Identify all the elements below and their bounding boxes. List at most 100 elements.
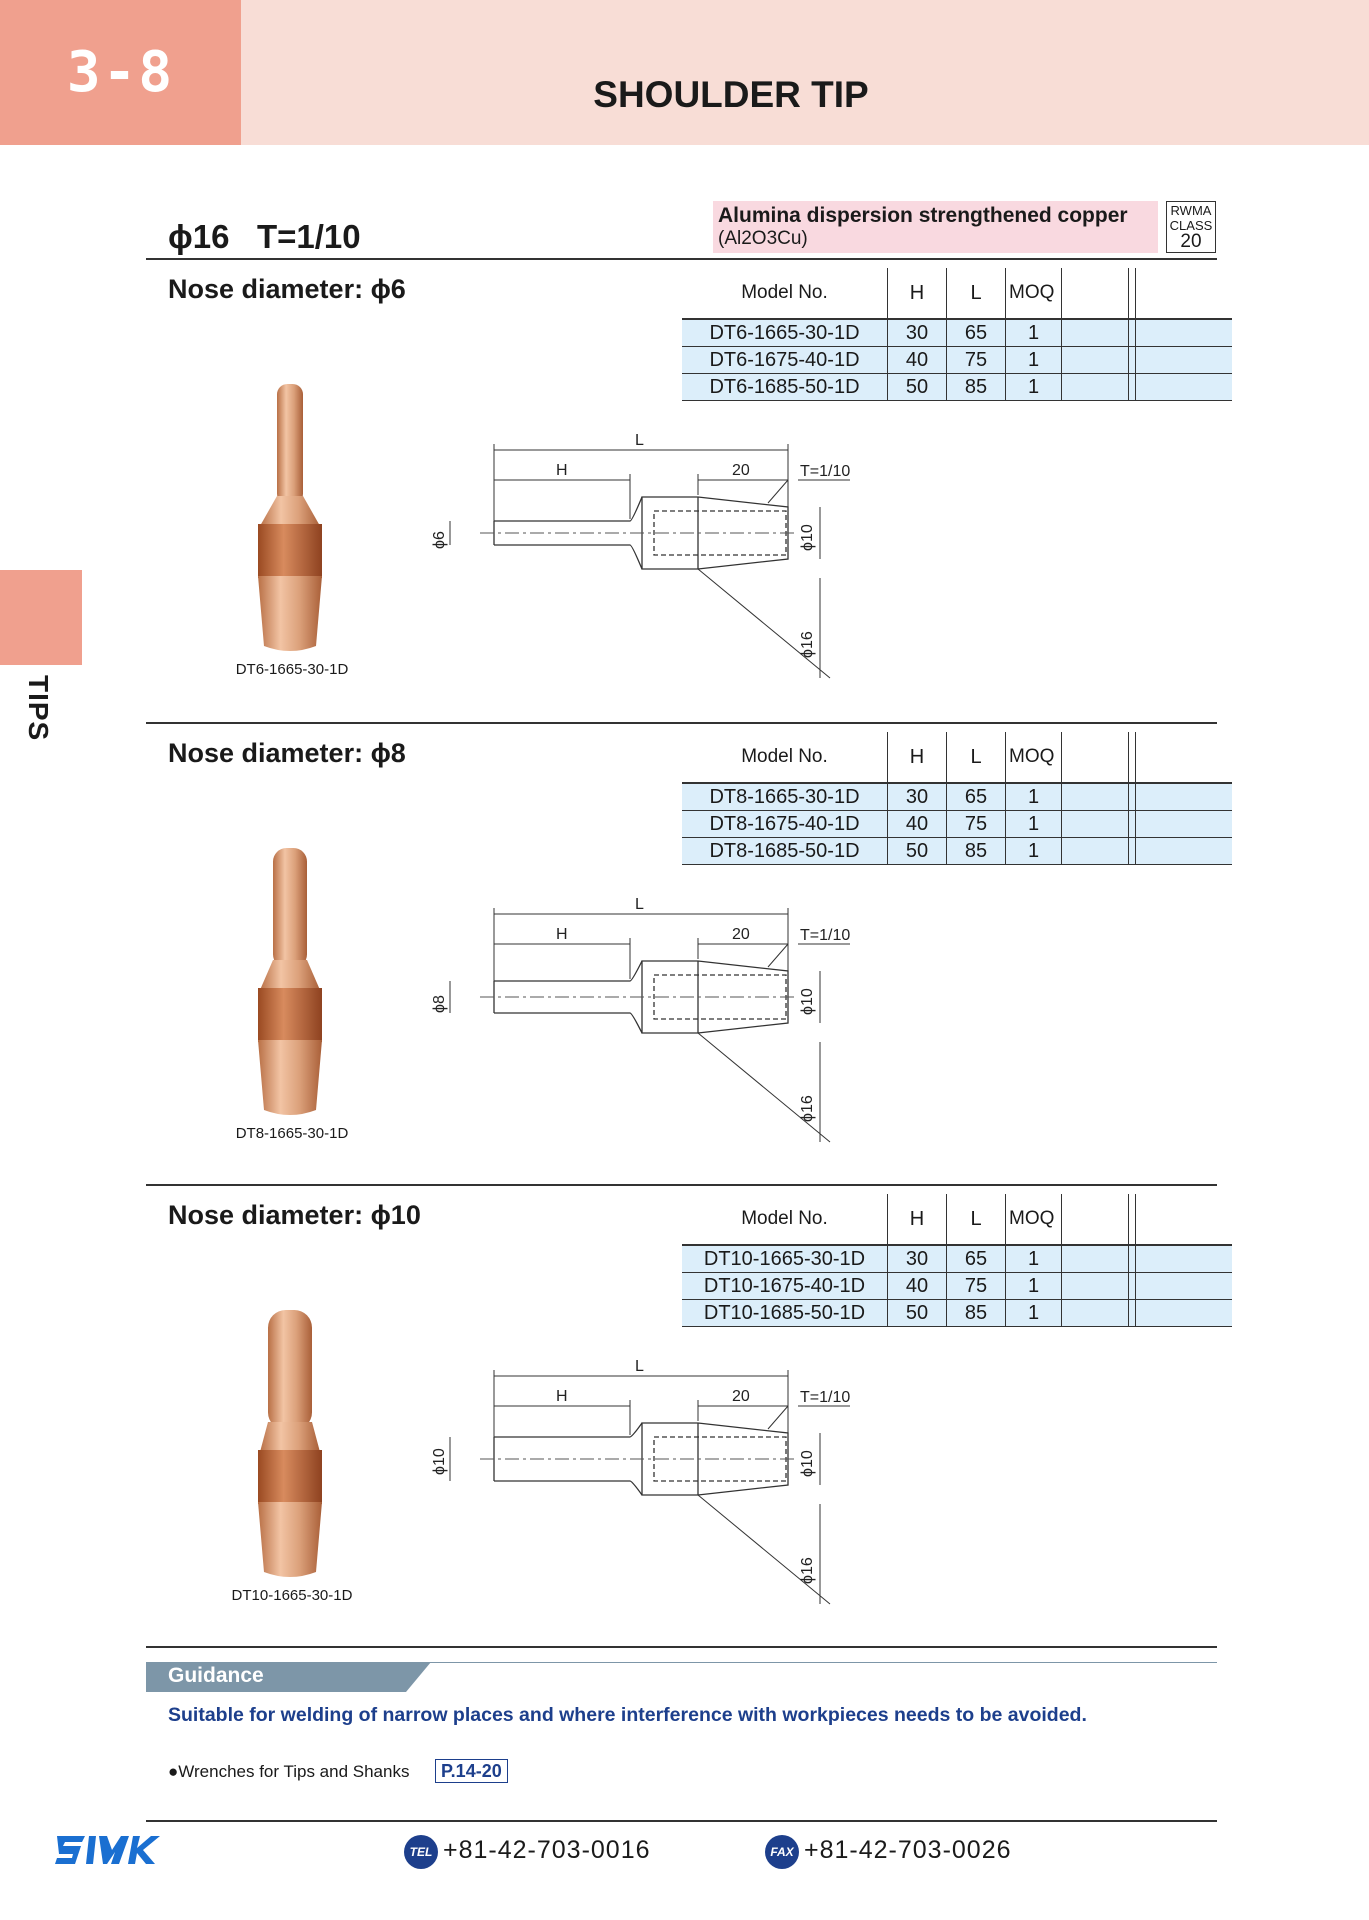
tel-number[interactable]: +81-42-703-0016 bbox=[443, 1836, 651, 1864]
fax-number[interactable]: +81-42-703-0026 bbox=[804, 1836, 1012, 1864]
guidance-rule bbox=[146, 1646, 1217, 1648]
cell-blank bbox=[1128, 1245, 1136, 1273]
cell-h: 30 bbox=[887, 1245, 947, 1273]
cell-blank bbox=[1061, 346, 1129, 374]
cell-blank bbox=[1061, 1299, 1129, 1327]
label-nose-dim: ϕ6 bbox=[431, 531, 448, 549]
dim-outer-leader bbox=[697, 1494, 831, 1605]
cell-blank bbox=[1135, 837, 1232, 865]
table-header-blank bbox=[1061, 1194, 1129, 1246]
label-taper: T=1/10 bbox=[800, 463, 850, 480]
cell-moq: 1 bbox=[1005, 319, 1062, 347]
guidance-tab bbox=[146, 1662, 431, 1692]
guidance-line bbox=[146, 1662, 1217, 1663]
spec-headline: ϕ16 T=1/10 bbox=[168, 218, 361, 255]
cell-model: DT8-1665-30-1D bbox=[682, 783, 888, 811]
label-taper-length: 20 bbox=[732, 462, 750, 479]
taper-leader bbox=[767, 943, 789, 968]
table-header-h: H bbox=[887, 732, 947, 784]
photo-body bbox=[258, 1502, 322, 1577]
table-header-l: L bbox=[946, 1194, 1006, 1246]
cell-l: 65 bbox=[946, 319, 1006, 347]
label-taper: T=1/10 bbox=[800, 927, 850, 944]
footer-rule bbox=[146, 1820, 1217, 1822]
photo-shoulder bbox=[260, 1422, 320, 1452]
label-l: L bbox=[635, 896, 644, 913]
cell-l: 85 bbox=[946, 373, 1006, 401]
cell-h: 40 bbox=[887, 810, 947, 838]
cell-model: DT6-1665-30-1D bbox=[682, 319, 888, 347]
cell-blank bbox=[1135, 810, 1232, 838]
cell-blank bbox=[1128, 1272, 1136, 1300]
section-rule bbox=[146, 1184, 1217, 1186]
cell-h: 30 bbox=[887, 319, 947, 347]
label-taper-length: 20 bbox=[732, 1388, 750, 1405]
photo-caption: DT8-1665-30-1D bbox=[235, 1125, 349, 1142]
page-title: SHOULDER TIP bbox=[593, 74, 869, 115]
cell-moq: 1 bbox=[1005, 810, 1062, 838]
taper-leader bbox=[767, 1405, 789, 1430]
photo-body bbox=[258, 576, 322, 651]
cell-model: DT10-1665-30-1D bbox=[682, 1245, 888, 1273]
photo-caption: DT10-1665-30-1D bbox=[231, 1587, 353, 1604]
cell-blank bbox=[1061, 810, 1129, 838]
cell-h: 50 bbox=[887, 837, 947, 865]
photo-band bbox=[258, 524, 322, 578]
cell-model: DT10-1685-50-1D bbox=[682, 1299, 888, 1327]
nose-title: Nose diameter: ϕ10 bbox=[168, 1200, 421, 1230]
photo-shoulder bbox=[260, 496, 320, 526]
cell-h: 50 bbox=[887, 1299, 947, 1327]
table-header-blank bbox=[1061, 268, 1129, 320]
cell-moq: 1 bbox=[1005, 783, 1062, 811]
cell-l: 75 bbox=[946, 810, 1006, 838]
photo-shoulder bbox=[260, 960, 320, 990]
cell-l: 75 bbox=[946, 346, 1006, 374]
table-header-blank bbox=[1128, 1194, 1136, 1246]
rwma-class-label: CLASS bbox=[1169, 218, 1213, 233]
cell-moq: 1 bbox=[1005, 837, 1062, 865]
label-h: H bbox=[556, 1388, 568, 1405]
table-header-blank bbox=[1135, 1194, 1232, 1246]
table-header-blank bbox=[1061, 732, 1129, 784]
label-l: L bbox=[635, 1358, 644, 1375]
guidance-label: Guidance bbox=[168, 1664, 264, 1687]
label-taper-length: 20 bbox=[732, 926, 750, 943]
cell-blank bbox=[1135, 783, 1232, 811]
side-tab-marker bbox=[0, 570, 82, 665]
cell-l: 85 bbox=[946, 1299, 1006, 1327]
wrench-note: ●Wrenches for Tips and Shanks bbox=[168, 1762, 410, 1781]
table-header-model: Model No. bbox=[682, 732, 888, 784]
cell-h: 40 bbox=[887, 346, 947, 374]
photo-body bbox=[258, 1040, 322, 1115]
cell-model: DT6-1685-50-1D bbox=[682, 373, 888, 401]
cell-h: 40 bbox=[887, 1272, 947, 1300]
cell-l: 65 bbox=[946, 783, 1006, 811]
label-d-outer: ϕ16 bbox=[799, 1095, 816, 1122]
cell-blank bbox=[1061, 1272, 1129, 1300]
wrench-page-link[interactable]: P.14-20 bbox=[435, 1759, 508, 1783]
table-header-model: Model No. bbox=[682, 268, 888, 320]
cell-blank bbox=[1128, 373, 1136, 401]
table-header-blank bbox=[1135, 732, 1232, 784]
table-header-blank bbox=[1128, 732, 1136, 784]
cell-blank bbox=[1061, 319, 1129, 347]
cell-model: DT10-1675-40-1D bbox=[682, 1272, 888, 1300]
rwma-class-value: 20 bbox=[1180, 231, 1202, 252]
fax-icon: FAX bbox=[765, 1835, 799, 1869]
table-header-moq: MOQ bbox=[1005, 1194, 1062, 1246]
cell-blank bbox=[1128, 837, 1136, 865]
cell-blank bbox=[1135, 346, 1232, 374]
cell-moq: 1 bbox=[1005, 1299, 1062, 1327]
